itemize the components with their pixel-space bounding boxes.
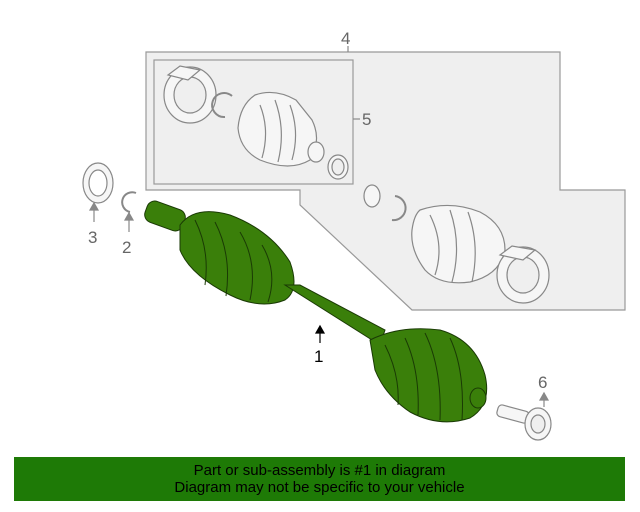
callout-4: 4	[341, 29, 350, 48]
callout-1: 1	[314, 347, 323, 366]
callout-6: 6	[538, 373, 547, 392]
bolt-part-6	[496, 404, 552, 441]
axle-shaft-assembly-part-1	[144, 200, 488, 423]
inner-boot-kit-parts	[163, 65, 349, 180]
seal-washer-part-3	[82, 162, 114, 204]
parts-diagram: 4 5 3 2 1 6	[82, 29, 626, 441]
leader-line-1	[314, 324, 326, 343]
banner-line-1: Part or sub-assembly is #1 in diagram	[193, 462, 446, 479]
leader-lines	[88, 46, 550, 407]
snap-ring-part-2	[121, 191, 137, 213]
outer-boot-kit-parts	[363, 184, 550, 304]
info-banner: Part or sub-assembly is #1 in diagram Di…	[14, 457, 625, 501]
callout-5: 5	[362, 110, 371, 129]
callout-2: 2	[122, 238, 131, 257]
banner-line-2: Diagram may not be specific to your vehi…	[174, 479, 465, 496]
callout-3: 3	[88, 228, 97, 247]
